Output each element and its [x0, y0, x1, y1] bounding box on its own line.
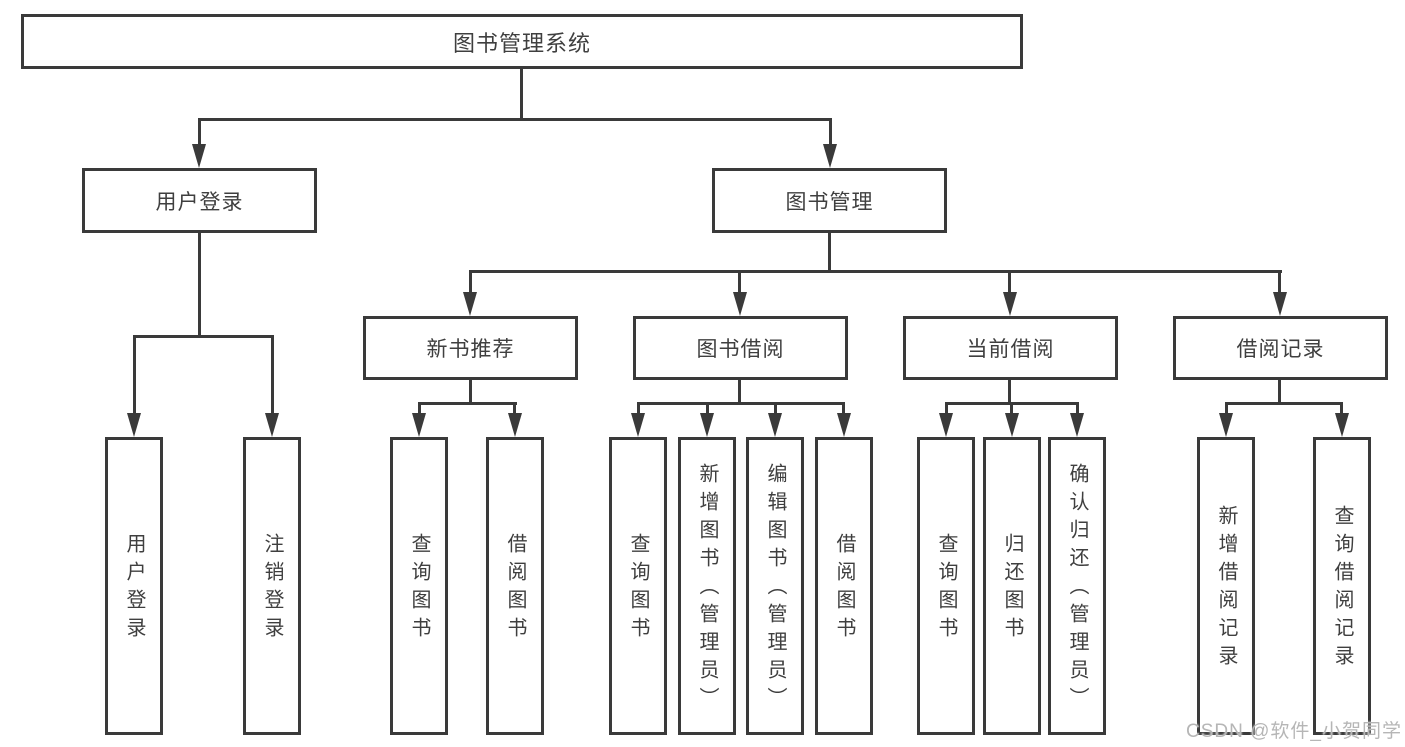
arrow-down-icon — [631, 413, 645, 437]
connector-line — [829, 118, 832, 146]
connector-line — [774, 402, 777, 415]
connector-line — [637, 402, 845, 405]
arrow-down-icon — [768, 413, 782, 437]
leaf-recommend-query-books: 查询图书 — [390, 437, 448, 735]
node-library-management-system: 图书管理系统 — [21, 14, 1023, 69]
node-new-book-recommend: 新书推荐 — [363, 316, 578, 380]
connector-line — [1008, 380, 1011, 404]
connector-line — [271, 335, 274, 415]
arrow-down-icon — [192, 144, 206, 168]
leaf-records-add-borrow-record: 新增借阅记录 — [1197, 437, 1255, 735]
arrow-down-icon — [823, 144, 837, 168]
leaf-borrow-edit-books-admin: 编辑图书（管理员） — [746, 437, 804, 735]
connector-line — [469, 380, 472, 404]
connector-line — [1076, 402, 1079, 415]
leaf-current-confirm-return-admin: 确认归还（管理员） — [1048, 437, 1106, 735]
connector-line — [133, 335, 136, 415]
connector-line — [418, 402, 421, 415]
arrow-down-icon — [1219, 413, 1233, 437]
arrow-down-icon — [1273, 292, 1287, 316]
arrow-down-icon — [837, 413, 851, 437]
arrow-down-icon — [733, 292, 747, 316]
node-book-management: 图书管理 — [712, 168, 947, 233]
arrow-down-icon — [463, 292, 477, 316]
arrow-down-icon — [508, 413, 522, 437]
connector-line — [1010, 402, 1013, 415]
leaf-logout-login: 注销登录 — [243, 437, 301, 735]
connector-line — [1278, 270, 1281, 294]
arrow-down-icon — [127, 413, 141, 437]
connector-line — [469, 270, 1282, 273]
connector-line — [706, 402, 709, 415]
connector-line — [418, 402, 517, 405]
connector-line — [513, 402, 516, 415]
connector-line — [198, 118, 201, 146]
connector-line — [637, 402, 640, 415]
leaf-recommend-borrow-books: 借阅图书 — [486, 437, 544, 735]
connector-line — [738, 270, 741, 294]
node-user-login: 用户登录 — [82, 168, 317, 233]
arrow-down-icon — [265, 413, 279, 437]
leaf-borrow-borrow-books: 借阅图书 — [815, 437, 873, 735]
node-book-borrow: 图书借阅 — [633, 316, 848, 380]
connector-line — [1008, 270, 1011, 294]
connector-line — [1225, 402, 1228, 415]
watermark: CSDN @软件_小贺同学 — [1186, 721, 1402, 742]
connector-line — [1340, 402, 1343, 415]
connector-line — [520, 69, 523, 120]
node-current-borrow: 当前借阅 — [903, 316, 1118, 380]
leaf-current-query-books: 查询图书 — [917, 437, 975, 735]
arrow-down-icon — [1070, 413, 1084, 437]
connector-line — [133, 335, 274, 338]
connector-line — [945, 402, 948, 415]
node-borrow-records: 借阅记录 — [1173, 316, 1388, 380]
leaf-borrow-add-books-admin: 新增图书（管理员） — [678, 437, 736, 735]
connector-line — [1278, 380, 1281, 404]
leaf-borrow-query-books: 查询图书 — [609, 437, 667, 735]
leaf-user-login: 用户登录 — [105, 437, 163, 735]
connector-line — [1225, 402, 1343, 405]
arrow-down-icon — [412, 413, 426, 437]
arrow-down-icon — [1005, 413, 1019, 437]
leaf-records-query-borrow-record: 查询借阅记录 — [1313, 437, 1371, 735]
connector-line — [198, 118, 832, 121]
connector-line — [469, 270, 472, 294]
connector-line — [198, 233, 201, 337]
arrow-down-icon — [700, 413, 714, 437]
leaf-current-return-books: 归还图书 — [983, 437, 1041, 735]
arrow-down-icon — [1003, 292, 1017, 316]
arrow-down-icon — [939, 413, 953, 437]
connector-line — [738, 380, 741, 404]
arrow-down-icon — [1335, 413, 1349, 437]
connector-line — [842, 402, 845, 415]
connector-line — [828, 233, 831, 272]
